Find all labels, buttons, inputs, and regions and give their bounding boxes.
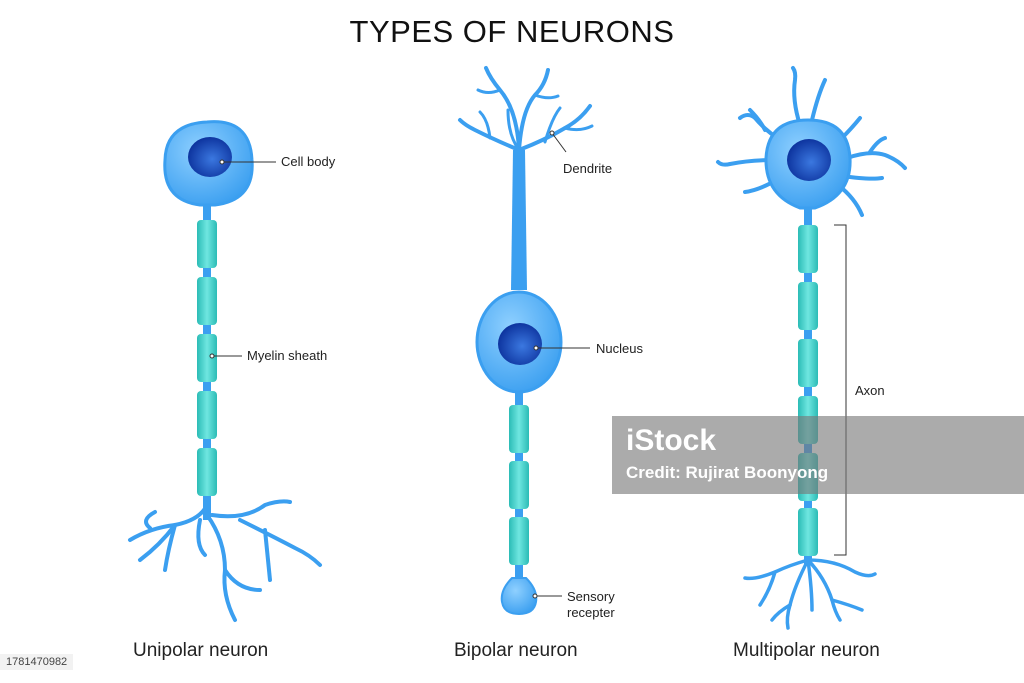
bipolar-nucleus [498, 323, 542, 365]
unipolar-leader-lines [209, 159, 276, 359]
label-sensory-receptor: Sensory recepter [567, 589, 615, 621]
unipolar-myelin [197, 220, 217, 496]
multipolar-nucleus [787, 139, 831, 181]
bipolar-dendrites [458, 66, 594, 152]
bipolar-myelin [509, 405, 529, 565]
bipolar-neuron [458, 66, 594, 616]
unipolar-axon-terminals [128, 499, 322, 622]
label-axon: Axon [855, 383, 885, 398]
label-myelin-sheath: Myelin sheath [247, 348, 328, 363]
caption-multipolar: Multipolar neuron [733, 640, 880, 661]
bipolar-leader-lines [532, 130, 590, 599]
watermark-banner: iStock Credit: Rujirat Boonyong [612, 416, 1024, 494]
multipolar-axon-terminals [743, 558, 877, 630]
watermark-logo: iStock [626, 424, 717, 457]
caption-bipolar: Bipolar neuron [454, 640, 578, 661]
label-nucleus: Nucleus [596, 341, 643, 356]
label-cell-body: Cell body [281, 154, 336, 169]
axon-bracket [834, 224, 847, 556]
caption-unipolar: Unipolar neuron [133, 640, 269, 661]
bipolar-sensory-receptor [500, 577, 538, 616]
page-title: TYPES OF NEURONS [349, 14, 675, 49]
stock-id-badge: 1781470982 [0, 654, 74, 670]
bipolar-dendrite-trunk [511, 150, 527, 290]
unipolar-neuron [128, 120, 322, 622]
label-sensory-line2: recepter [567, 605, 615, 620]
watermark-credit: Credit: Rujirat Boonyong [626, 463, 829, 482]
multipolar-neuron [716, 66, 907, 630]
label-sensory-line1: Sensory [567, 589, 615, 604]
label-dendrite: Dendrite [563, 161, 613, 176]
unipolar-nucleus [188, 137, 232, 177]
